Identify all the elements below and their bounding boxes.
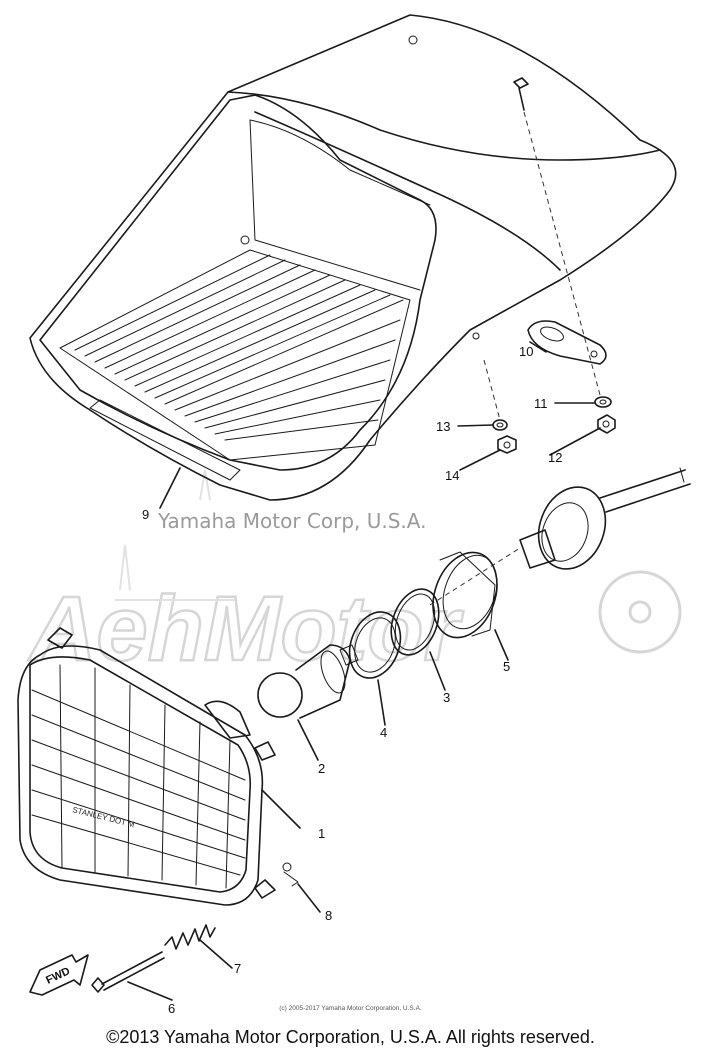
callout-8: 8: [325, 908, 332, 923]
callout-4: 4: [380, 725, 387, 740]
bracket-plate-part-10: [527, 320, 607, 365]
washer-part-11: [594, 396, 612, 408]
gasket-part-4: [348, 611, 402, 726]
watermark-logo: AehMotor: [27, 469, 682, 681]
ring-part-3: [390, 588, 446, 691]
watermark-text: Yamaha Motor Corp, U.S.A.: [157, 509, 426, 533]
nut-part-12: [597, 414, 616, 434]
callout-1: 1: [318, 826, 325, 841]
callout-7: 7: [234, 961, 241, 976]
washer-part-13: [492, 419, 508, 431]
callout-13: 13: [436, 419, 450, 434]
screw-part-6: [91, 951, 173, 1001]
callout-12: 12: [548, 450, 562, 465]
callout-9: 9: [142, 507, 149, 522]
footer-copyright: ©2013 Yamaha Motor Corporation, U.S.A. A…: [106, 1027, 595, 1047]
cover-bolt: [513, 77, 601, 396]
headlight-unit-part-1: STANLEY DOT M: [17, 627, 301, 906]
callout-labels: 1 2 3 4 5 6 7 8 9 10 11 12 13 14: [142, 344, 562, 1016]
callout-14: 14: [445, 468, 459, 483]
fwd-arrow-icon: FWD: [29, 954, 89, 996]
socket-with-wire: [429, 467, 691, 606]
lens-grid: [31, 664, 246, 889]
callout-10: 10: [519, 344, 533, 359]
callout-2: 2: [318, 761, 325, 776]
cover-grille: [59, 249, 411, 461]
clip-part-8: [282, 862, 321, 913]
spring-part-7: [164, 924, 233, 969]
socket-ring-part-5: [432, 551, 509, 661]
callout-6: 6: [168, 1001, 175, 1016]
callout-5: 5: [503, 659, 510, 674]
callout-11: 11: [534, 396, 548, 411]
small-copyright: (c) 2005-2017 Yamaha Motor Corporation, …: [279, 1005, 422, 1012]
headlight-cover-part-9: [29, 14, 677, 501]
svg-text:AehMotor: AehMotor: [28, 578, 463, 680]
nut-part-14: [483, 359, 517, 454]
callout-3: 3: [443, 690, 450, 705]
svg-text:STANLEY DOT M: STANLEY DOT M: [72, 805, 136, 829]
